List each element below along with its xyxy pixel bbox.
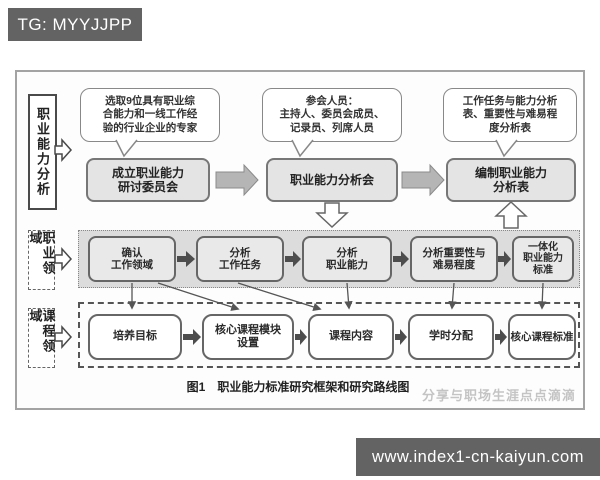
url-watermark-badge: www.index1-cn-kaiyun.com: [356, 438, 600, 476]
node-integrated-ability-standard: 一体化 职业能力 标准: [512, 236, 574, 282]
node-establish-committee: 成立职业能力 研讨委员会: [86, 158, 210, 202]
row-label-vocational-field: 职业领域: [28, 230, 56, 290]
node-analyze-work-tasks: 分析 工作任务: [196, 236, 284, 282]
node-confirm-work-field: 确认 工作领域: [88, 236, 176, 282]
row-label-vocational-ability-analysis: 职业能力分析: [28, 94, 57, 210]
node-course-content: 课程内容: [308, 314, 394, 360]
tg-watermark-badge: TG: MYYJJPP: [8, 8, 142, 41]
node-core-course-modules: 核心课程模块 设置: [202, 314, 294, 360]
node-core-course-standard: 核心课程标准: [508, 314, 576, 360]
node-ability-analysis-meeting: 职业能力分析会: [266, 158, 398, 202]
callout-analysis-tables: 工作任务与能力分析 表、重要性与难易程 度分析表: [443, 88, 577, 142]
figure-caption: 图1 职业能力标准研究框架和研究路线图: [186, 380, 410, 394]
course-field-area: [78, 302, 580, 368]
node-class-hours-allocation: 学时分配: [408, 314, 494, 360]
node-analyze-vocational-ability: 分析 职业能力: [302, 236, 392, 282]
row-label-course-field: 课程领域: [28, 308, 56, 368]
watermark-text: 分享与职场生涯点点滴滴: [421, 388, 576, 403]
node-training-objectives: 培养目标: [88, 314, 182, 360]
node-analyze-importance-difficulty: 分析重要性与 难易程度: [410, 236, 498, 282]
callout-attendees: 参会人员： 主持人、委员会成员、 记录员、列席人员: [262, 88, 402, 142]
callout-experts: 选取9位具有职业综 合能力和一线工作经 验的行业企业的专家: [80, 88, 220, 142]
node-compile-analysis-table: 编制职业能力 分析表: [446, 158, 576, 202]
